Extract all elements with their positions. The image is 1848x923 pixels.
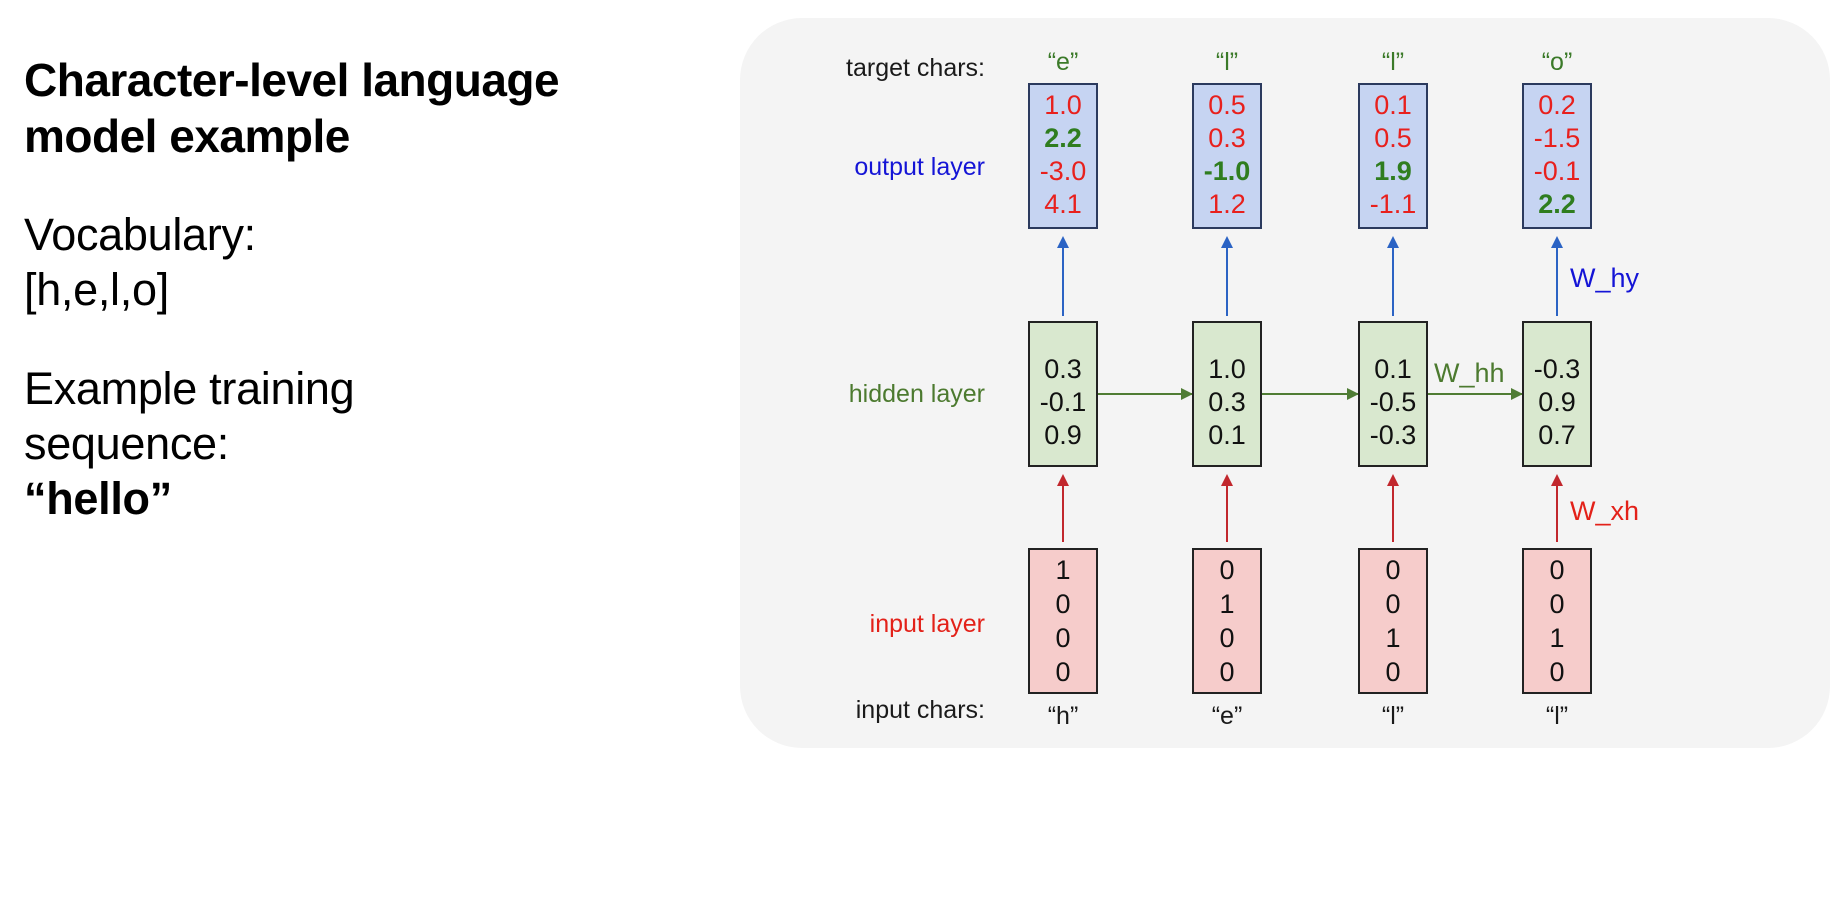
input-char-label: “e” bbox=[1211, 702, 1243, 730]
w-xh-arrow-icon bbox=[1387, 474, 1399, 542]
input-value: 1 bbox=[1549, 623, 1565, 653]
input-value: 0 bbox=[1219, 657, 1235, 687]
recurrent-arrow-icon bbox=[1428, 388, 1523, 400]
hidden-value: 0.3 bbox=[1208, 387, 1246, 417]
input-value: 0 bbox=[1385, 589, 1401, 619]
output-layer-box: 0.1 0.5 1.9 -1.1 bbox=[1358, 83, 1428, 229]
input-char-label: “l” bbox=[1381, 702, 1405, 730]
input-value: 0 bbox=[1549, 657, 1565, 687]
output-value: -1.5 bbox=[1533, 123, 1581, 153]
hidden-value: 0.7 bbox=[1538, 420, 1576, 450]
recurrent-arrow-icon bbox=[1098, 388, 1193, 400]
hidden-value: 1.0 bbox=[1208, 354, 1246, 384]
input-value: 1 bbox=[1219, 589, 1235, 619]
hidden-layer-box: 0.1 -0.5 -0.3 bbox=[1358, 321, 1428, 467]
input-value: 0 bbox=[1549, 589, 1565, 619]
row-label-hidden-layer: hidden layer bbox=[848, 380, 985, 408]
input-value: 0 bbox=[1055, 657, 1071, 687]
input-char-label: “l” bbox=[1545, 702, 1569, 730]
output-layer-box: 0.2 -1.5 -0.1 2.2 bbox=[1522, 83, 1592, 229]
w-hy-arrow-icon bbox=[1387, 236, 1399, 316]
input-value: 0 bbox=[1385, 555, 1401, 585]
output-value: 2.2 bbox=[1538, 189, 1576, 219]
left-text-panel: Character-level language model example V… bbox=[24, 52, 624, 527]
input-value: 1 bbox=[1385, 623, 1401, 653]
target-char-label: “l” bbox=[1381, 48, 1405, 76]
output-value: 1.2 bbox=[1208, 189, 1246, 219]
output-value: 2.2 bbox=[1044, 123, 1082, 153]
w-xh-arrow-icon bbox=[1057, 474, 1069, 542]
hidden-value: 0.1 bbox=[1208, 420, 1246, 450]
output-value: -1.0 bbox=[1203, 156, 1251, 186]
output-value: 4.1 bbox=[1044, 189, 1082, 219]
weight-label-w-hh: W_hh bbox=[1434, 358, 1505, 388]
output-value: 0.5 bbox=[1208, 90, 1246, 120]
row-label-input-layer: input layer bbox=[869, 610, 985, 638]
w-hy-arrow-icon bbox=[1551, 236, 1563, 316]
output-value: -0.1 bbox=[1533, 156, 1581, 186]
page-title: Character-level language model example bbox=[24, 52, 624, 164]
hidden-value: 0.3 bbox=[1044, 354, 1082, 384]
input-value: 0 bbox=[1219, 623, 1235, 653]
w-xh-arrow-icon bbox=[1221, 474, 1233, 542]
hidden-value: -0.3 bbox=[1533, 354, 1581, 384]
w-hy-arrow-icon bbox=[1057, 236, 1069, 316]
hidden-value: -0.3 bbox=[1369, 420, 1417, 450]
hidden-value: 0.9 bbox=[1044, 420, 1082, 450]
input-value: 0 bbox=[1055, 623, 1071, 653]
weight-label-w-xh: W_xh bbox=[1570, 496, 1640, 526]
vocabulary-label: Vocabulary: bbox=[24, 209, 256, 261]
training-sequence-label-line1: Example training bbox=[24, 363, 355, 414]
hidden-layer-box: 0.3 -0.1 0.9 bbox=[1028, 321, 1098, 467]
rnn-diagram-card: target chars: output layer hidden layer … bbox=[740, 18, 1830, 748]
hidden-layer-box: 1.0 0.3 0.1 bbox=[1192, 321, 1262, 467]
training-sequence-value: “hello” bbox=[24, 472, 172, 524]
output-value: 1.9 bbox=[1374, 156, 1412, 186]
output-value: -3.0 bbox=[1039, 156, 1087, 186]
target-char-label: “e” bbox=[1047, 48, 1079, 76]
input-layer-box: 1 0 0 0 bbox=[1028, 548, 1098, 694]
output-layer-box: 0.5 0.3 -1.0 1.2 bbox=[1192, 83, 1262, 229]
w-hy-arrow-icon bbox=[1221, 236, 1233, 316]
input-layer-box: 0 0 1 0 bbox=[1358, 548, 1428, 694]
hidden-value: -0.5 bbox=[1369, 387, 1417, 417]
vocabulary-value: [h,e,l,o] bbox=[24, 264, 169, 316]
weight-label-w-hy: W_hy bbox=[1570, 263, 1640, 293]
target-char-label: “l” bbox=[1215, 48, 1239, 76]
output-value: 0.1 bbox=[1374, 90, 1412, 120]
input-value: 1 bbox=[1055, 555, 1071, 585]
training-sequence-label-line2: sequence: bbox=[24, 417, 229, 469]
training-sequence-paragraph: Example training sequence: “hello” bbox=[24, 362, 624, 527]
title-line: language model bbox=[24, 54, 560, 163]
input-char-label: “h” bbox=[1047, 702, 1079, 730]
input-value: 0 bbox=[1385, 657, 1401, 687]
target-char-label: “o” bbox=[1541, 48, 1573, 76]
hidden-layer-box: -0.3 0.9 0.7 bbox=[1522, 321, 1592, 467]
input-layer-box: 0 1 0 0 bbox=[1192, 548, 1262, 694]
row-label-input-chars: input chars: bbox=[855, 696, 985, 724]
hidden-value: 0.9 bbox=[1538, 387, 1576, 417]
output-layer-box: 1.0 2.2 -3.0 4.1 bbox=[1028, 83, 1098, 229]
recurrent-arrow-icon bbox=[1262, 388, 1359, 400]
title-line: example bbox=[169, 110, 350, 163]
input-value: 0 bbox=[1549, 555, 1565, 585]
w-xh-arrow-icon bbox=[1551, 474, 1563, 542]
input-value: 0 bbox=[1055, 589, 1071, 619]
title-line: Character-level bbox=[24, 54, 349, 106]
output-value: 1.0 bbox=[1044, 90, 1082, 120]
hidden-value: -0.1 bbox=[1039, 387, 1087, 417]
hidden-value: 0.1 bbox=[1374, 354, 1412, 384]
input-value: 0 bbox=[1219, 555, 1235, 585]
output-value: 0.3 bbox=[1208, 123, 1246, 153]
output-value: 0.2 bbox=[1538, 90, 1576, 120]
input-layer-box: 0 0 1 0 bbox=[1522, 548, 1592, 694]
vocabulary-paragraph: Vocabulary: [h,e,l,o] bbox=[24, 208, 624, 318]
output-value: 0.5 bbox=[1374, 123, 1412, 153]
row-label-target-chars: target chars: bbox=[846, 54, 985, 82]
output-value: -1.1 bbox=[1369, 189, 1417, 219]
row-label-output-layer: output layer bbox=[854, 153, 985, 181]
